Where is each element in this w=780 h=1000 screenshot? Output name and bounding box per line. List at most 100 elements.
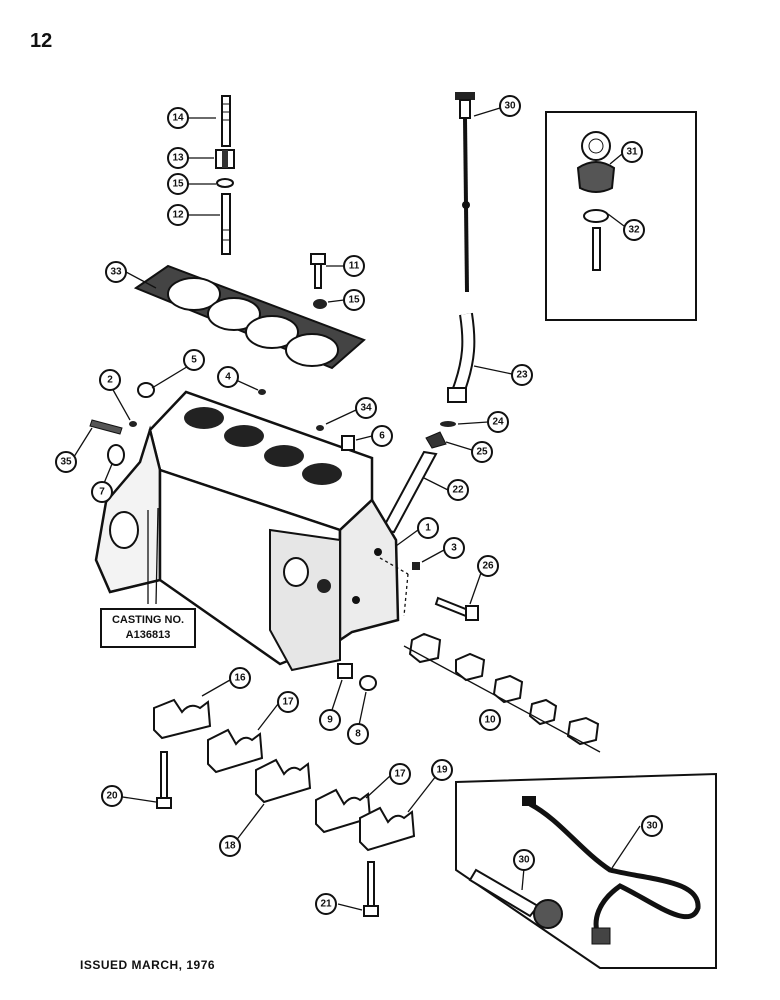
stud-12 [221, 193, 231, 255]
bearing-cap-17a [207, 728, 264, 774]
svg-text:4: 4 [225, 372, 231, 383]
bolt-20 [156, 751, 172, 809]
svg-text:17: 17 [282, 697, 294, 708]
callout-9: 9 [319, 709, 341, 731]
svg-text:6: 6 [379, 431, 385, 442]
svg-text:15: 15 [348, 295, 360, 306]
callout-31: 31 [621, 141, 643, 163]
page-number: 12 [30, 30, 53, 52]
svg-text:7: 7 [99, 487, 105, 498]
svg-text:31: 31 [626, 147, 638, 158]
callout-32: 32 [623, 219, 645, 241]
callout-30: 30 [641, 815, 663, 837]
plug-34 [316, 425, 324, 431]
callout-19: 19 [431, 759, 453, 781]
svg-text:30: 30 [504, 101, 516, 112]
svg-text:19: 19 [436, 765, 448, 776]
svg-text:2: 2 [107, 375, 113, 386]
bearing-cap-19 [359, 806, 416, 852]
callout-23: 23 [511, 364, 533, 386]
svg-text:9: 9 [327, 715, 333, 726]
callout-7: 7 [91, 481, 113, 503]
callout-10: 10 [479, 709, 501, 731]
dipstick-cap [576, 131, 616, 193]
callout-16: 16 [229, 667, 251, 689]
cup-plug-5 [137, 382, 155, 398]
svg-text:25: 25 [476, 447, 488, 458]
svg-text:3: 3 [451, 543, 457, 554]
cylinder-block [94, 390, 400, 672]
plug-2 [129, 421, 137, 427]
svg-text:32: 32 [628, 225, 640, 236]
svg-text:15: 15 [172, 179, 184, 190]
svg-text:30: 30 [646, 821, 658, 832]
svg-text:10: 10 [484, 715, 496, 726]
callout-20: 20 [101, 785, 123, 807]
casting-number-label: CASTING NO. A136813 [100, 608, 196, 648]
svg-text:8: 8 [355, 729, 361, 740]
bolt-26 [434, 596, 479, 621]
callout-15: 15 [343, 289, 365, 311]
svg-text:13: 13 [172, 153, 184, 164]
svg-text:21: 21 [320, 899, 332, 910]
svg-text:35: 35 [60, 457, 72, 468]
callout-33: 33 [105, 261, 127, 283]
callout-30: 30 [513, 849, 535, 871]
seal-24 [440, 421, 456, 427]
issued-date: ISSUED MARCH, 1976 [80, 958, 216, 972]
leader-lines [71, 107, 641, 911]
svg-text:20: 20 [106, 791, 118, 802]
heater-cord [522, 796, 701, 945]
callout-30: 30 [499, 95, 521, 117]
svg-text:1: 1 [425, 523, 431, 534]
svg-text:24: 24 [492, 417, 504, 428]
plug-3 [412, 562, 420, 570]
callout-26: 26 [477, 555, 499, 577]
svg-text:5: 5 [191, 355, 197, 366]
svg-text:33: 33 [110, 267, 122, 278]
dowel-6 [341, 435, 355, 451]
heater-inset-box [455, 772, 717, 969]
svg-text:14: 14 [172, 113, 184, 124]
stud-14 [221, 95, 231, 147]
bolt-11 [310, 253, 326, 289]
main-bearings [403, 632, 601, 753]
svg-text:30: 30 [518, 855, 530, 866]
head-gasket [133, 264, 366, 370]
callout-3: 3 [443, 537, 465, 559]
callout-2: 2 [99, 369, 121, 391]
plug-25 [425, 431, 447, 449]
callout-5: 5 [183, 349, 205, 371]
callout-17: 17 [389, 763, 411, 785]
dipstick-inset-box [545, 111, 697, 321]
callout-15: 15 [167, 173, 189, 195]
o-ring [583, 209, 609, 223]
callout-6: 6 [371, 425, 393, 447]
washer-8 [359, 675, 377, 691]
callout-1: 1 [417, 517, 439, 539]
block-heater [468, 868, 563, 929]
callout-35: 35 [55, 451, 77, 473]
dipstick-end [592, 227, 601, 271]
svg-text:12: 12 [172, 210, 184, 221]
callout-13: 13 [167, 147, 189, 169]
tube-22 [380, 450, 438, 534]
svg-text:22: 22 [452, 485, 464, 496]
gasket-7 [107, 444, 125, 466]
callout-21: 21 [315, 893, 337, 915]
callout-17: 17 [277, 691, 299, 713]
svg-text:26: 26 [482, 561, 494, 572]
svg-text:23: 23 [516, 370, 528, 381]
callout-22: 22 [447, 479, 469, 501]
casting-label-line2: A136813 [125, 629, 171, 641]
plug-4 [258, 389, 266, 395]
callout-4: 4 [217, 366, 239, 388]
svg-text:11: 11 [349, 261, 360, 272]
bearing-cap-16 [153, 698, 212, 740]
callout-14: 14 [167, 107, 189, 129]
plug-9 [337, 663, 353, 679]
washer-15 [216, 178, 234, 188]
svg-text:18: 18 [224, 841, 236, 852]
stud-35 [89, 419, 123, 435]
